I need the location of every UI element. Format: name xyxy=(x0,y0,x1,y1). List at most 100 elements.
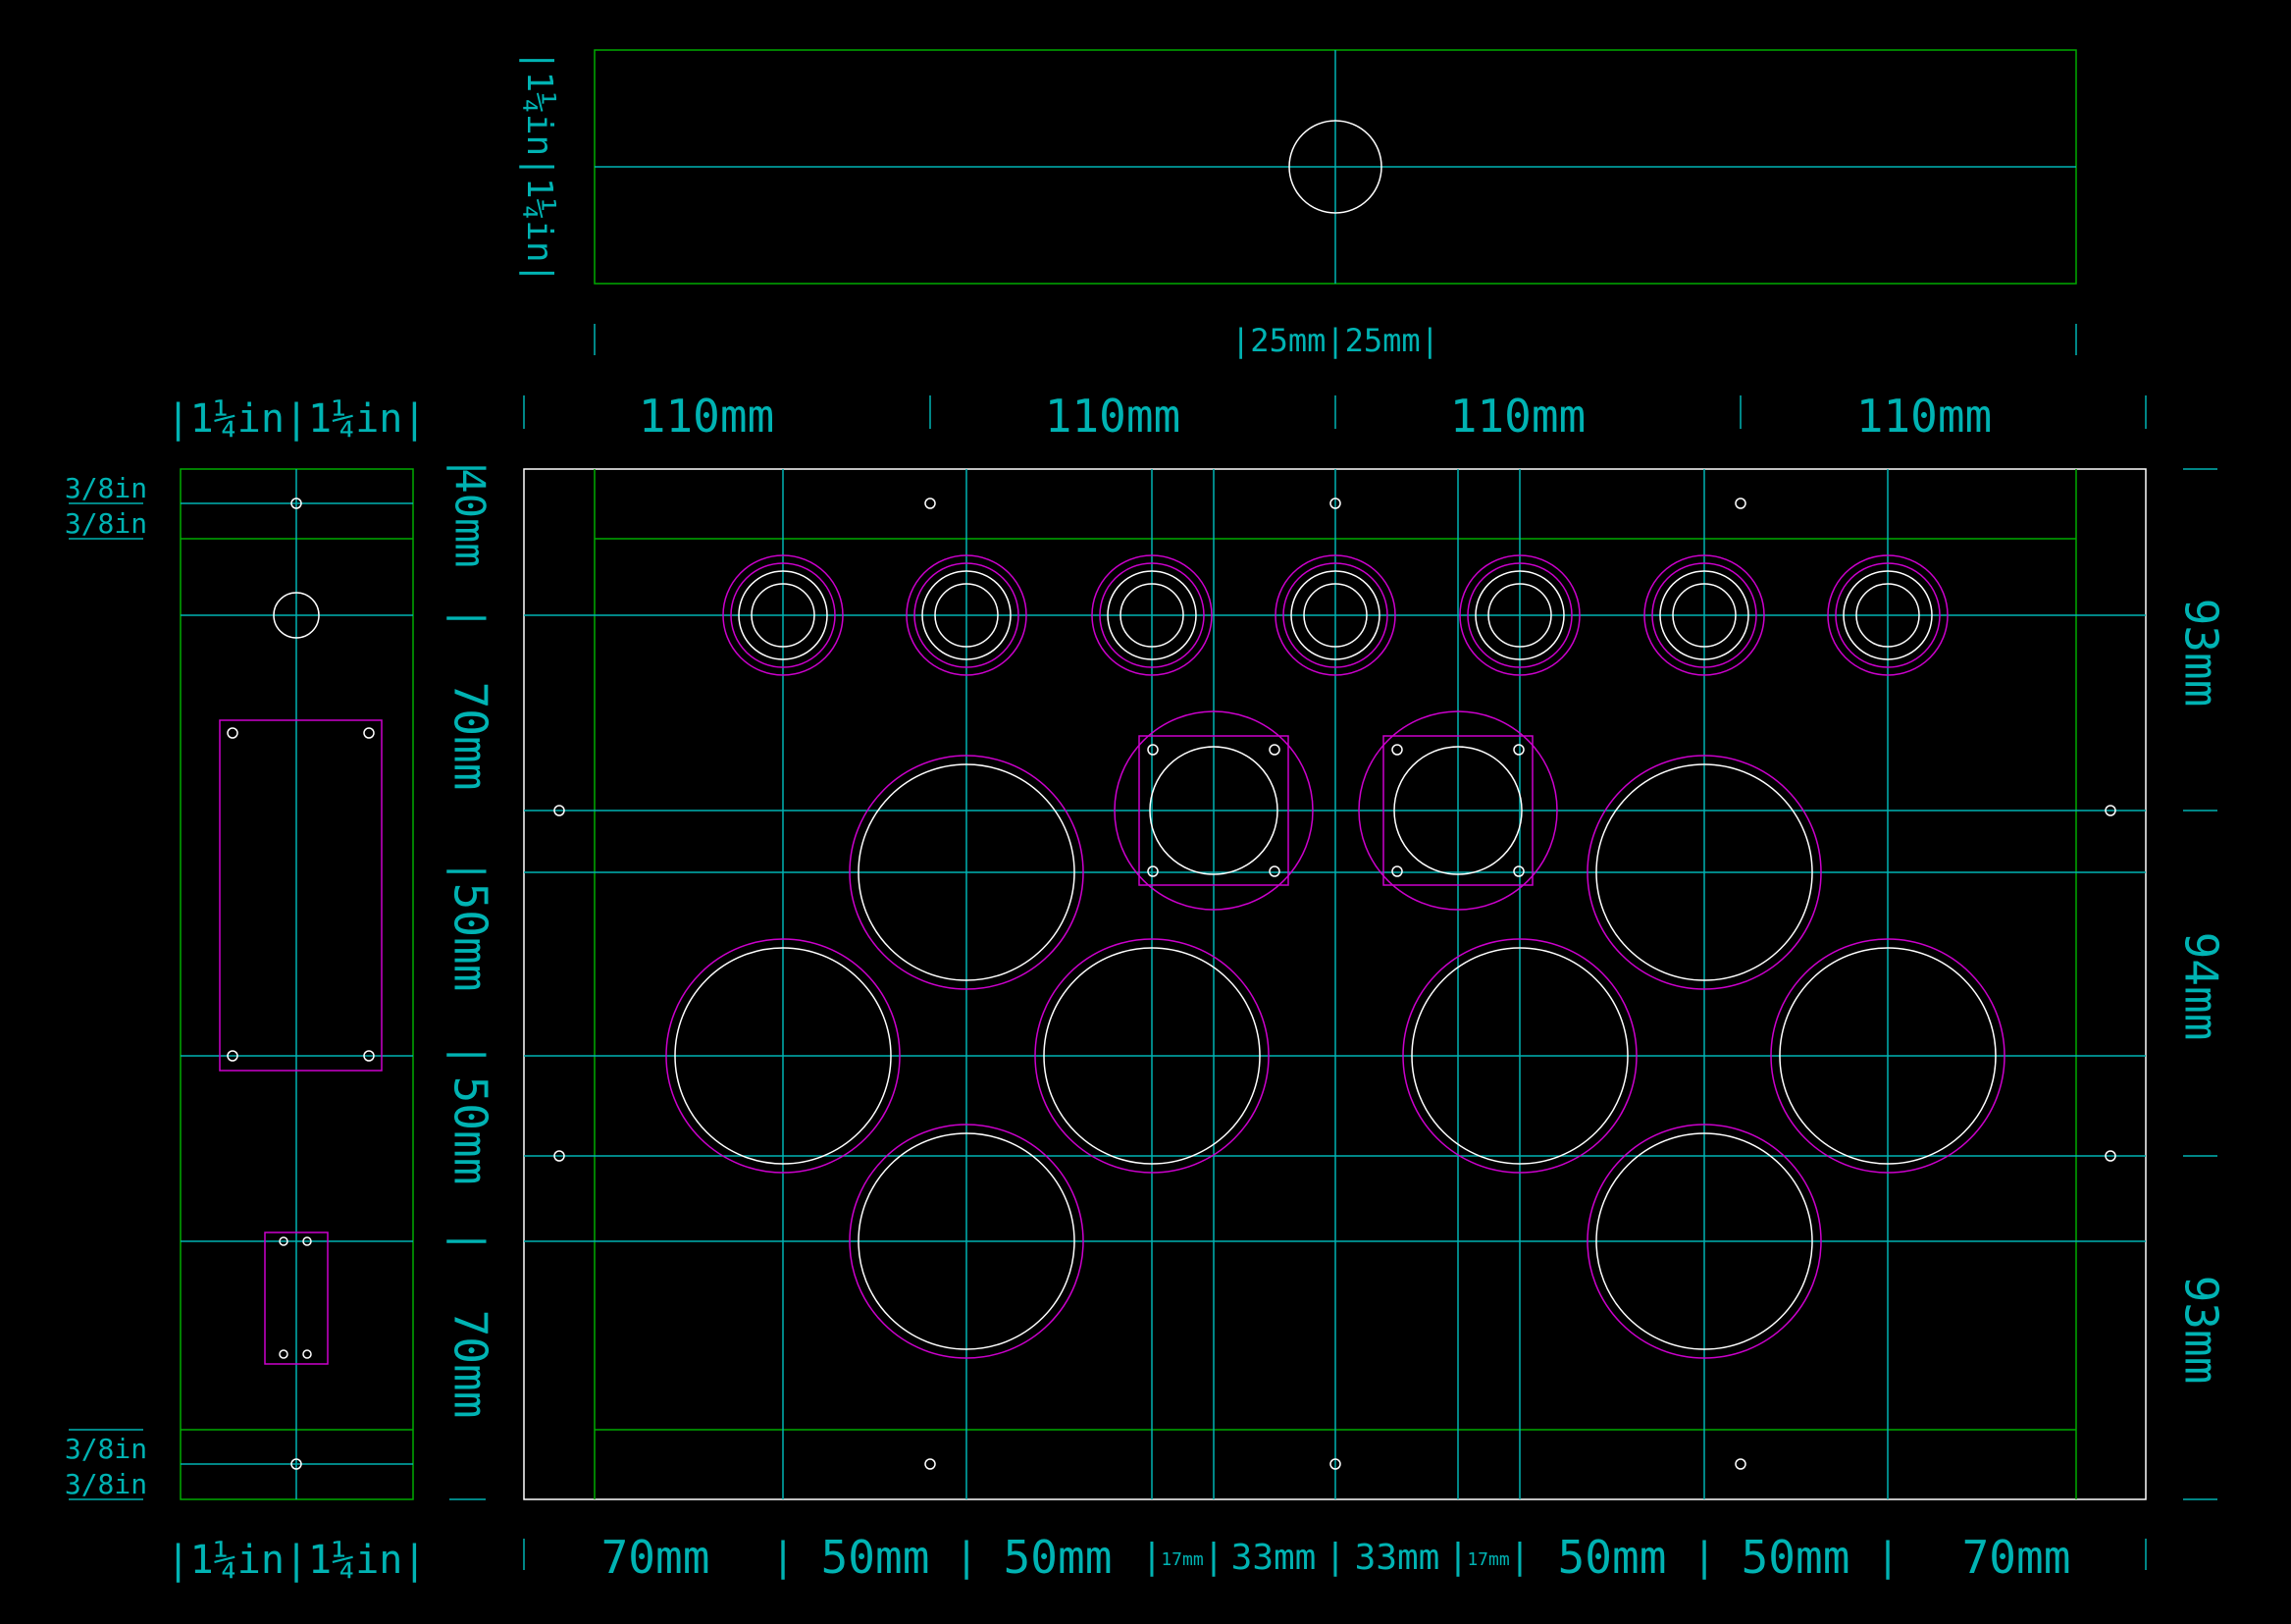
svg-text:|: | xyxy=(1876,1535,1900,1580)
small-button-bezel xyxy=(738,570,828,660)
main-left-dim-2: 70mm xyxy=(444,682,497,791)
screw-hole xyxy=(924,1458,936,1470)
main-bottom-dim-9: 50mm xyxy=(1742,1531,1850,1584)
main-view-centerlines xyxy=(524,469,2146,1499)
side-view-jack-screws xyxy=(279,1236,312,1359)
main-bottom-dim-6: 33mm xyxy=(1355,1538,1440,1578)
square-button-plate xyxy=(1382,735,1534,886)
svg-text:|: | xyxy=(446,1043,492,1067)
main-left-dims: 40mm 70mm 50mm 50mm 70mm xyxy=(444,468,497,1418)
small-button-hole xyxy=(1672,583,1737,648)
svg-text:|: | xyxy=(1509,1537,1531,1577)
main-view-screw-holes xyxy=(553,498,2116,1470)
svg-text:|: | xyxy=(446,456,492,480)
svg-text:|: | xyxy=(1325,1537,1346,1577)
screw-hole xyxy=(2105,805,2116,816)
small-button-outer-ring xyxy=(1459,554,1581,676)
small-button-outer-ring xyxy=(1091,554,1213,676)
large-button-clearance xyxy=(1402,938,1638,1174)
main-top-dim-2: 110mm xyxy=(1045,390,1180,443)
main-top-dim-4: 110mm xyxy=(1856,390,1992,443)
top-view-left-label: |1¼in|1¼in| xyxy=(519,50,559,284)
svg-text:|: | xyxy=(1692,1535,1716,1580)
small-button-outer-ring xyxy=(1827,554,1949,676)
side-view-bottom-label: |1¼in|1¼in| xyxy=(167,1538,427,1583)
side-view-centerlines xyxy=(181,469,413,1499)
main-top-dim-3: 110mm xyxy=(1450,390,1586,443)
square-button-plate xyxy=(1138,735,1289,886)
main-bottom-dim-10: 70mm xyxy=(1962,1531,2071,1584)
side-view-hole xyxy=(273,592,320,639)
small-button-hole xyxy=(1855,583,1920,648)
small-button-bezel xyxy=(1107,570,1197,660)
screw-hole xyxy=(553,805,565,816)
small-button-bezel xyxy=(1290,570,1380,660)
square-button-screw xyxy=(1513,865,1525,877)
main-bottom-dim-8: 50mm xyxy=(1558,1531,1667,1584)
screw-hole xyxy=(553,1150,565,1162)
top-view-hole xyxy=(1288,120,1382,214)
svg-text:|: | xyxy=(771,1535,795,1580)
small-button-outer-ring xyxy=(1643,554,1765,676)
side-view-left-bottom-2: 3/8in xyxy=(65,1468,147,1500)
small-button-ring xyxy=(913,562,1019,668)
square-button-screw xyxy=(1147,865,1159,877)
small-button-hole xyxy=(1303,583,1368,648)
side-view-jack-cutout xyxy=(264,1231,329,1365)
square-button-clearance xyxy=(1114,710,1314,911)
screw-hole xyxy=(2105,1150,2116,1162)
main-view-square-buttons xyxy=(1114,710,1558,911)
square-button-hole xyxy=(1149,746,1278,875)
side-view-left-top-1: 3/8in xyxy=(65,472,147,504)
small-button-hole xyxy=(1119,583,1184,648)
large-button-hole xyxy=(858,763,1075,981)
large-button-hole xyxy=(674,947,892,1165)
screw-hole xyxy=(1329,1458,1341,1470)
main-left-dim-3: 50mm xyxy=(444,883,497,992)
svg-text:|: | xyxy=(446,860,492,883)
main-bottom-dim-2: 50mm xyxy=(821,1531,930,1584)
main-left-dim-4: 50mm xyxy=(444,1076,497,1185)
side-view xyxy=(69,468,414,1500)
small-button-hole xyxy=(751,583,815,648)
svg-text:|: | xyxy=(1447,1537,1469,1577)
square-button-clearance xyxy=(1358,710,1558,911)
main-view-large-buttons xyxy=(665,755,2005,1359)
square-button-hole xyxy=(1393,746,1523,875)
side-view-screw xyxy=(290,1458,302,1470)
large-button-clearance xyxy=(1587,755,1822,990)
screw-hole xyxy=(1735,498,1746,509)
small-button-bezel xyxy=(1843,570,1933,660)
large-button-clearance xyxy=(1587,1124,1822,1359)
screw-hole xyxy=(1329,498,1341,509)
main-right-dim-2: 94mm xyxy=(2175,932,2228,1041)
main-bottom-separators: | | | | | | | | | xyxy=(771,1535,1900,1580)
large-button-clearance xyxy=(1770,938,2005,1174)
small-button-ring xyxy=(730,562,836,668)
side-view-panel-cutout xyxy=(219,719,383,1072)
side-view-fraction-underlines xyxy=(69,502,143,1500)
small-button-outer-ring xyxy=(906,554,1027,676)
main-bottom-dims: 70mm 50mm 50mm 17mm 33mm 33mm 17mm 50mm … xyxy=(601,1531,2071,1584)
large-button-clearance xyxy=(849,755,1084,990)
large-button-clearance xyxy=(665,938,901,1174)
square-button-screw xyxy=(1269,865,1280,877)
main-bottom-dim-1: 70mm xyxy=(601,1531,710,1584)
small-button-bezel xyxy=(921,570,1012,660)
square-button-screw xyxy=(1147,744,1159,756)
square-button-screw xyxy=(1391,865,1403,877)
small-button-ring xyxy=(1651,562,1757,668)
side-view-top-label: |1¼in|1¼in| xyxy=(167,396,427,442)
main-left-dim-5: 70mm xyxy=(444,1310,497,1419)
svg-text:|: | xyxy=(1141,1537,1163,1577)
svg-text:|: | xyxy=(1203,1537,1224,1577)
large-button-hole xyxy=(1411,947,1629,1165)
main-bottom-dim-7: 17mm xyxy=(1467,1549,1509,1570)
small-button-ring xyxy=(1835,562,1941,668)
screw-hole xyxy=(1735,1458,1746,1470)
small-button-ring xyxy=(1099,562,1205,668)
small-button-outer-ring xyxy=(1275,554,1396,676)
large-button-clearance xyxy=(849,1124,1084,1359)
large-button-hole xyxy=(1595,763,1813,981)
